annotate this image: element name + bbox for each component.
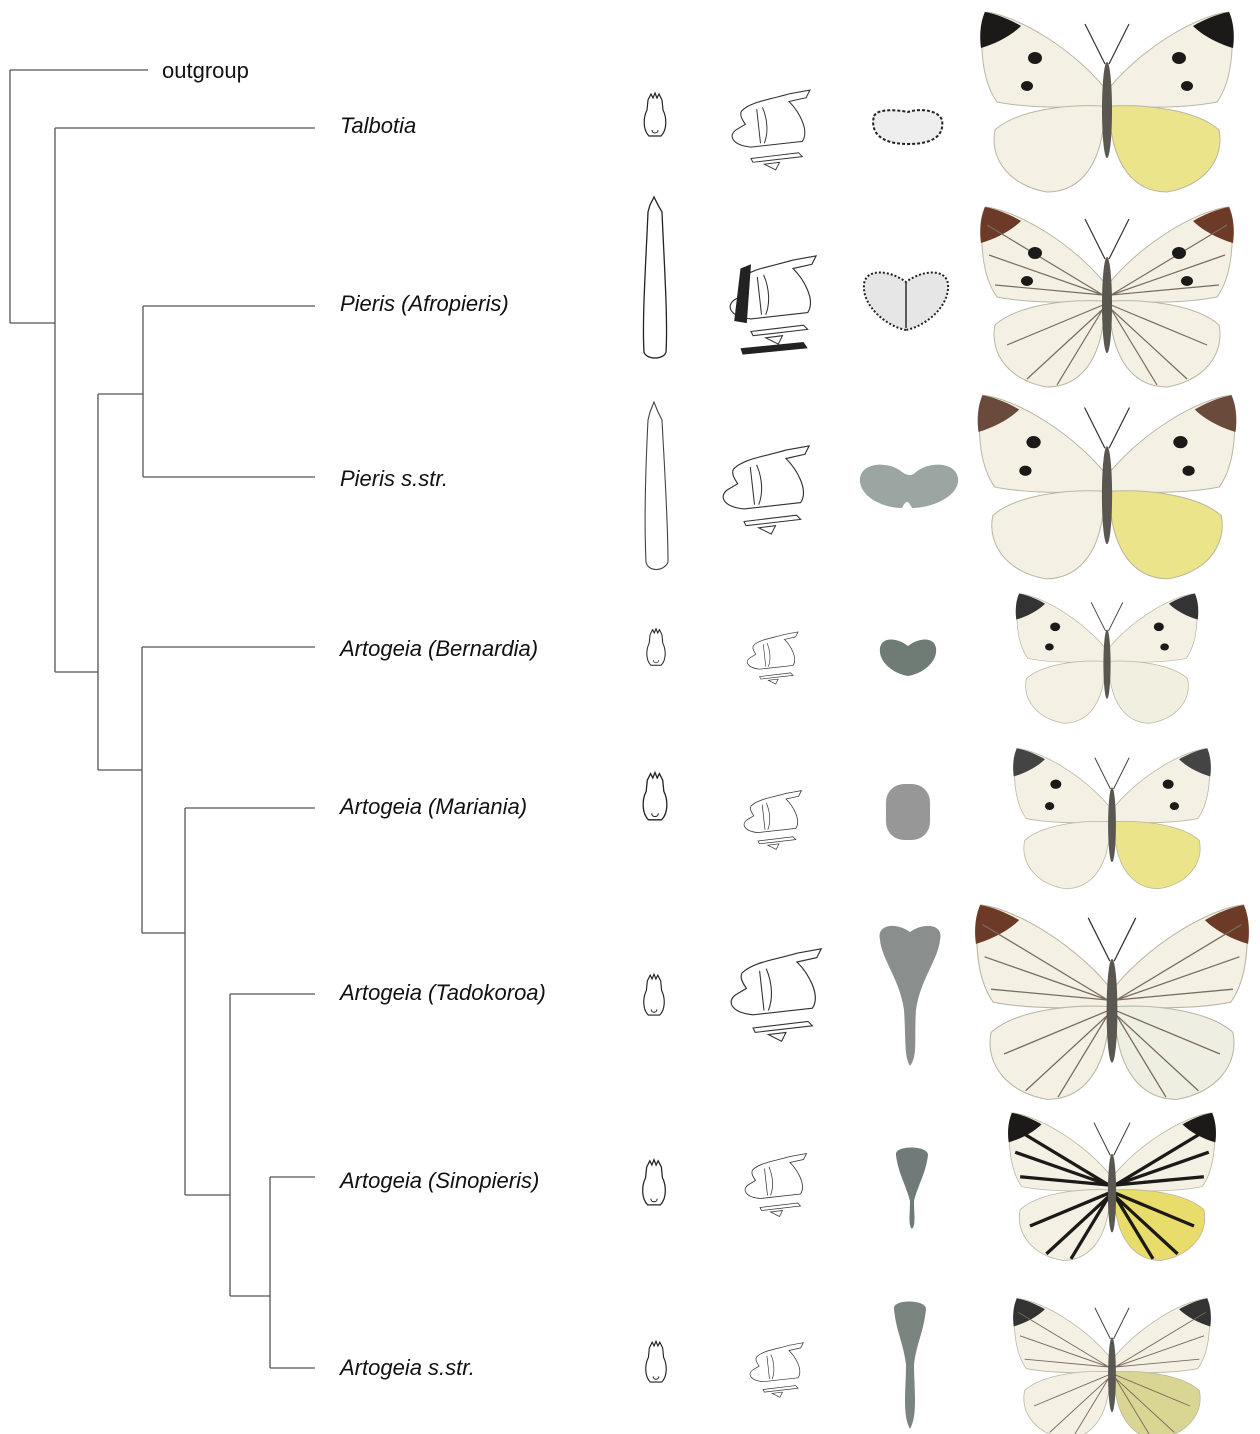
butterfly-afropieris [980,207,1234,387]
genitalia-tadokoroa [731,949,821,1041]
butterfly-artogeia [1013,1298,1211,1434]
butterfly-talbotia [980,12,1234,192]
taxon-label-mariania: Artogeia (Mariania) [340,796,527,818]
butterfly-sinopieris [1008,1113,1216,1261]
genitalia-mariania [744,791,801,850]
taxon-label-artogeia: Artogeia s.str. [340,1357,475,1379]
genitalia-sinopieris [745,1154,806,1217]
sphragis-plate-talbotia [873,110,942,144]
branch-node5 [230,994,315,1296]
cladogram [10,70,315,1368]
aedeagus-bernardia [647,629,665,666]
branch-node1 [55,128,315,672]
branch-node4 [185,808,315,1195]
sphragis-plate-bernardia [880,640,936,677]
butterfly-specimens [975,12,1249,1434]
sphragis-plate-afropieris [864,273,948,331]
aedeagus-artogeia [646,1341,666,1382]
aedeagus-afropieris [643,197,666,358]
genitalia-bernardia [747,632,798,684]
butterfly-pieris [978,395,1237,579]
branch-node2 [98,394,143,770]
sphragis-plate-sinopieris [896,1148,928,1230]
branch-node3 [142,647,315,933]
taxon-label-talbotia: Talbotia [340,115,416,137]
genitalia-artogeia [750,1343,803,1398]
aedeagus-sinopieris [643,1160,666,1205]
taxon-label-tadokoroa: Artogeia (Tadokoroa) [340,982,546,1004]
butterfly-tadokoroa [975,905,1249,1099]
taxon-label-outgroup: outgroup [162,60,249,82]
sphragis-plate-artogeia [894,1302,926,1430]
aedeagus-mariania [643,773,667,820]
genitalia-afropieris [730,256,816,355]
branch-node6 [270,1177,315,1368]
genitalia-talbotia [732,90,810,170]
taxon-label-bernardia: Artogeia (Bernardia) [340,638,538,660]
taxon-label-afropieris: Pieris (Afropieris) [340,293,509,315]
butterfly-mariania [1013,748,1211,888]
sphragis-plate-pieris [860,465,958,508]
butterfly-bernardia [1016,594,1199,724]
aedeagus-pieris [645,402,668,570]
branch-pieris-clade [143,306,315,477]
branch-root [10,70,148,323]
aedeagus-talbotia [644,93,666,136]
taxon-label-sinopieris: Artogeia (Sinopieris) [340,1170,539,1192]
sphragis-plate-mariania [886,784,930,840]
aedeagus-tadokoroa [644,974,664,1015]
sphragis-plate-tadokoroa [879,926,940,1066]
taxon-label-pieris: Pieris s.str. [340,468,448,490]
genitalia-pieris [723,446,809,534]
